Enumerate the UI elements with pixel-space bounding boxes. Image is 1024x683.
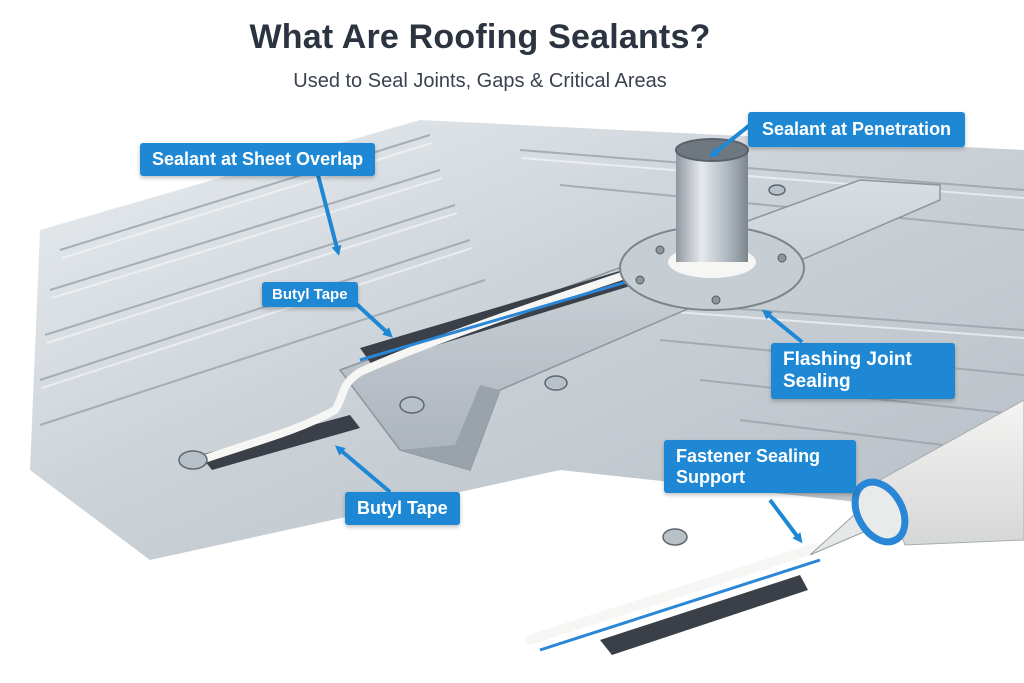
- callout-flashing-joint-sealing: Flashing Joint Sealing: [771, 343, 955, 399]
- page-title: What Are Roofing Sealants?: [249, 18, 711, 56]
- callout-butyl-tape-upper: Butyl Tape: [262, 282, 358, 308]
- callout-butyl-tape-lower: Butyl Tape: [345, 492, 460, 525]
- callout-sealant-at-penetration: Sealant at Penetration: [748, 112, 966, 147]
- page-subtitle: Used to Seal Joints, Gaps & Critical Are…: [293, 70, 667, 92]
- callout-sealant-at-sheet-overlap: Sealant at Sheet Overlap: [140, 143, 376, 176]
- fastener-screws: [178, 184, 786, 546]
- caulking-gun-tube: [809, 399, 1024, 556]
- callout-fastener-sealing-support: Fastener Sealing Support: [664, 440, 856, 494]
- callout-arrows: [316, 123, 804, 544]
- sealant-beads: [191, 266, 821, 652]
